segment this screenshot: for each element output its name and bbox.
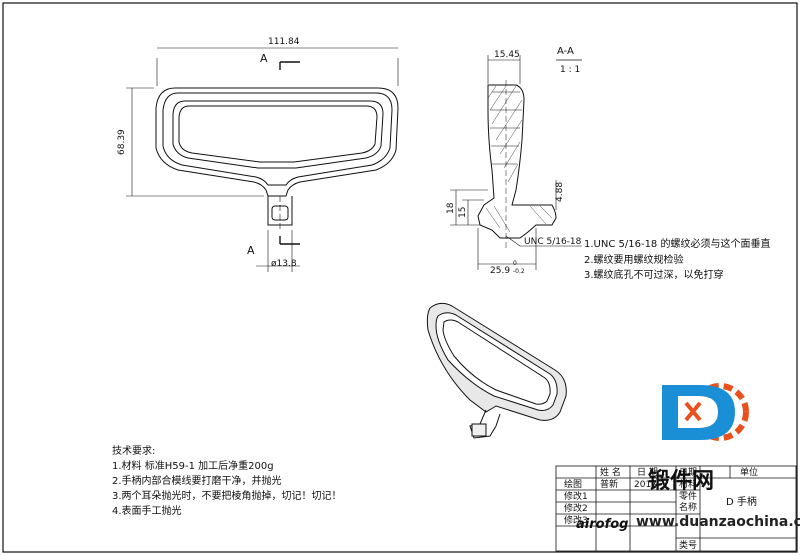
tb-col-unit: 单位 xyxy=(740,466,758,478)
dim-15: 15 xyxy=(458,207,468,218)
tb-row-rev2: 修改2 xyxy=(564,502,588,514)
tb-row-draw: 绘图 xyxy=(564,478,582,490)
tb-label-material: 材料 xyxy=(679,478,697,490)
tb-label-part: 零件 xyxy=(679,490,697,502)
tech-req-item: 4.表面手工抛光 xyxy=(112,504,182,517)
watermark-url: www.duanzaochina.com xyxy=(636,514,800,530)
base-dimension: 25.9 xyxy=(490,266,510,276)
title-block xyxy=(555,465,797,552)
thread-note-2: 2.螺纹要用螺纹规检验 xyxy=(584,253,684,266)
watermark-logo-icon xyxy=(662,383,749,441)
section-scale: 1 : 1 xyxy=(560,65,580,75)
section-view xyxy=(450,55,582,270)
dim-18: 18 xyxy=(446,202,456,214)
base-tol-lower: -0.2 xyxy=(513,268,525,275)
diameter-dimension: ø13.8 xyxy=(271,259,297,269)
section-mark-bottom: A xyxy=(247,244,255,257)
tb-col-name: 姓 名 xyxy=(600,466,621,478)
tb-col-sign: 日期 xyxy=(679,467,697,478)
top-width-dimension: 15.45 xyxy=(494,50,520,60)
tech-req-item: 1.材料 标准H59-1 加工后净重200g xyxy=(112,459,274,472)
thread-note-1: 1.UNC 5/16-18 的螺纹必须与这个面垂直 xyxy=(584,237,770,250)
isometric-view xyxy=(426,302,567,439)
watermark-site-cn: 锻件网 xyxy=(648,468,714,494)
tb-row-rev3: 修改3 xyxy=(564,514,588,526)
tb-part-name: D 手柄 xyxy=(726,495,757,508)
base-tol-upper: 0 xyxy=(513,260,517,267)
tb-label-name: 名称 xyxy=(679,501,697,513)
tb-draw-date: 2017 xyxy=(634,480,657,490)
tech-req-item: 3.两个耳朵抛光时，不要把棱角抛掉，切记！切记！ xyxy=(112,489,342,502)
tech-req-item: 2.手柄内部合模线要打磨干净，并抛光 xyxy=(112,474,282,487)
tb-row-rev1: 修改1 xyxy=(564,490,588,502)
watermark-brand: airofog xyxy=(576,517,628,532)
section-title: A-A xyxy=(557,46,574,57)
tb-draw-name: 普新 xyxy=(600,478,618,490)
thread-note-3: 3.螺纹底孔不可过深，以免打穿 xyxy=(584,268,724,281)
height-dimension: 68.39 xyxy=(117,129,127,155)
tech-req-title: 技术要求: xyxy=(112,444,155,457)
tb-col-date: 日 期 xyxy=(637,467,658,478)
tb-label-category: 类号 xyxy=(679,539,697,551)
width-dimension: 111.84 xyxy=(268,37,300,47)
front-view xyxy=(126,47,399,272)
section-mark-top: A xyxy=(260,52,268,65)
thread-label: UNC 5/16-18 xyxy=(524,237,582,247)
dim-4-88: 4.88 xyxy=(555,182,565,202)
